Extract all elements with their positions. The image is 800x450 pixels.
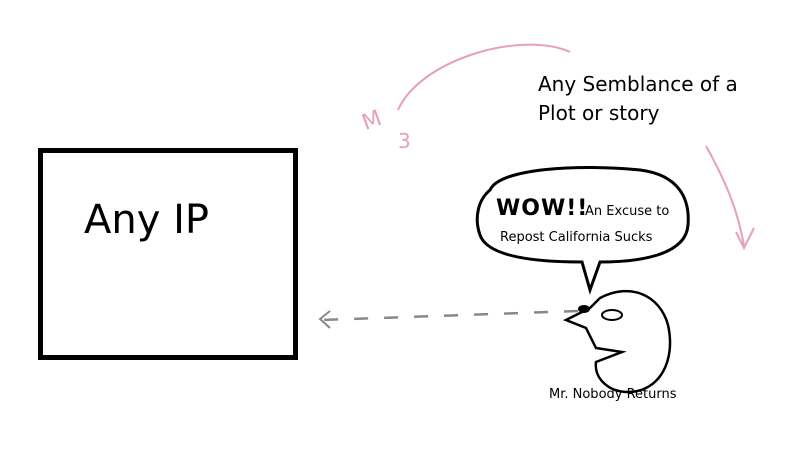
plot-label-line2: Plot or story [538, 101, 660, 125]
character-label: Mr. Nobody Returns [549, 387, 677, 402]
wow-text: WOW!! [496, 196, 589, 221]
any-ip-label: Any IP [84, 197, 210, 243]
pink-arc-arrow [397, 43, 571, 111]
character-head [562, 289, 672, 394]
dashed-gaze-arrow [321, 309, 579, 322]
handwritten-3-icon: 3 [398, 129, 411, 153]
speech-bubble [475, 166, 690, 295]
handwritten-m-icon: M [359, 106, 385, 136]
bubble-text-line2: Repost California Sucks [500, 230, 653, 245]
plot-label: Any Semblance of a Plot or story [538, 70, 738, 128]
eye-icon [578, 305, 590, 313]
bubble-text-line1: An Excuse to [585, 204, 670, 219]
pink-down-arrow [705, 145, 745, 247]
arrowhead-left-icon [318, 310, 331, 329]
plot-label-line1: Any Semblance of a [538, 72, 738, 96]
pink-arrowhead-icon [735, 227, 755, 251]
eye-icon [601, 309, 623, 321]
any-ip-box [38, 148, 298, 360]
